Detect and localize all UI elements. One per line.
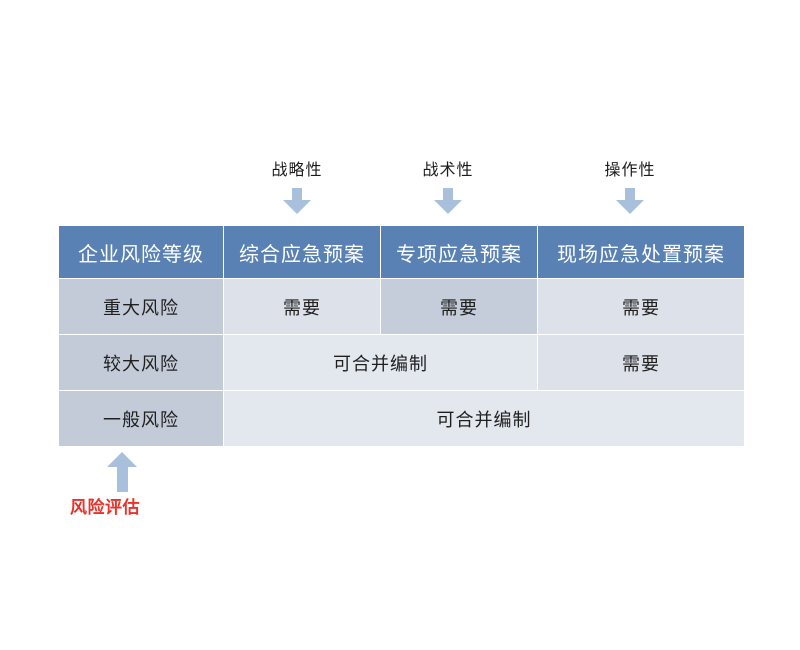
row-label-general-risk: 一般风险 (59, 391, 223, 446)
annotation-label: 风险评估 (70, 498, 140, 518)
table-body: 重大风险 需要 需要 需要 较大风险 可合并编制 需要 一般风险 可合并编制 (59, 279, 744, 446)
top-annotation-tactical: 战术性 (388, 162, 508, 214)
cell-large-merged-plan: 可合并编制 (224, 335, 537, 390)
table-header-row: 企业风险等级 综合应急预案 专项应急预案 现场应急处置预案 (59, 226, 744, 278)
cell-general-merged-plan: 可合并编制 (224, 391, 744, 446)
annotation-label: 战术性 (422, 160, 474, 179)
arrow-shaft (117, 465, 128, 492)
arrow-shaft (625, 188, 635, 201)
table-header-cell-comprehensive-plan: 综合应急预案 (224, 226, 380, 278)
risk-plan-matrix-table: 企业风险等级 综合应急预案 专项应急预案 现场应急处置预案 重大风险 需要 需要… (58, 225, 745, 447)
table-header-cell-special-plan: 专项应急预案 (381, 226, 537, 278)
arrow-down-icon (434, 188, 462, 214)
arrow-head (283, 200, 311, 214)
annotation-label: 战略性 (271, 160, 323, 179)
arrow-head (107, 452, 137, 467)
arrow-shaft (292, 188, 302, 201)
cell-large-onsite: 需要 (538, 335, 744, 390)
row-label-major-risk: 重大风险 (59, 279, 223, 334)
arrow-head (434, 200, 462, 214)
arrow-head (616, 200, 644, 214)
table-header: 企业风险等级 综合应急预案 专项应急预案 现场应急处置预案 (59, 226, 744, 278)
table-row: 重大风险 需要 需要 需要 (59, 279, 744, 334)
top-annotation-operational: 操作性 (570, 162, 690, 214)
table-header-cell-risk-level: 企业风险等级 (59, 226, 223, 278)
row-label-large-risk: 较大风险 (59, 335, 223, 390)
cell-major-onsite: 需要 (538, 279, 744, 334)
arrow-up-icon (107, 452, 137, 492)
table-row: 一般风险 可合并编制 (59, 391, 744, 446)
top-annotation-strategic: 战略性 (237, 162, 357, 214)
table-row: 较大风险 可合并编制 需要 (59, 335, 744, 390)
annotation-label: 操作性 (604, 160, 656, 179)
table-header-cell-onsite-plan: 现场应急处置预案 (538, 226, 744, 278)
arrow-down-icon (616, 188, 644, 214)
arrow-down-icon (283, 188, 311, 214)
arrow-shaft (443, 188, 453, 201)
cell-major-special: 需要 (381, 279, 537, 334)
cell-major-comprehensive: 需要 (224, 279, 380, 334)
bottom-annotation-risk-assessment: 风险评估 (70, 452, 250, 532)
